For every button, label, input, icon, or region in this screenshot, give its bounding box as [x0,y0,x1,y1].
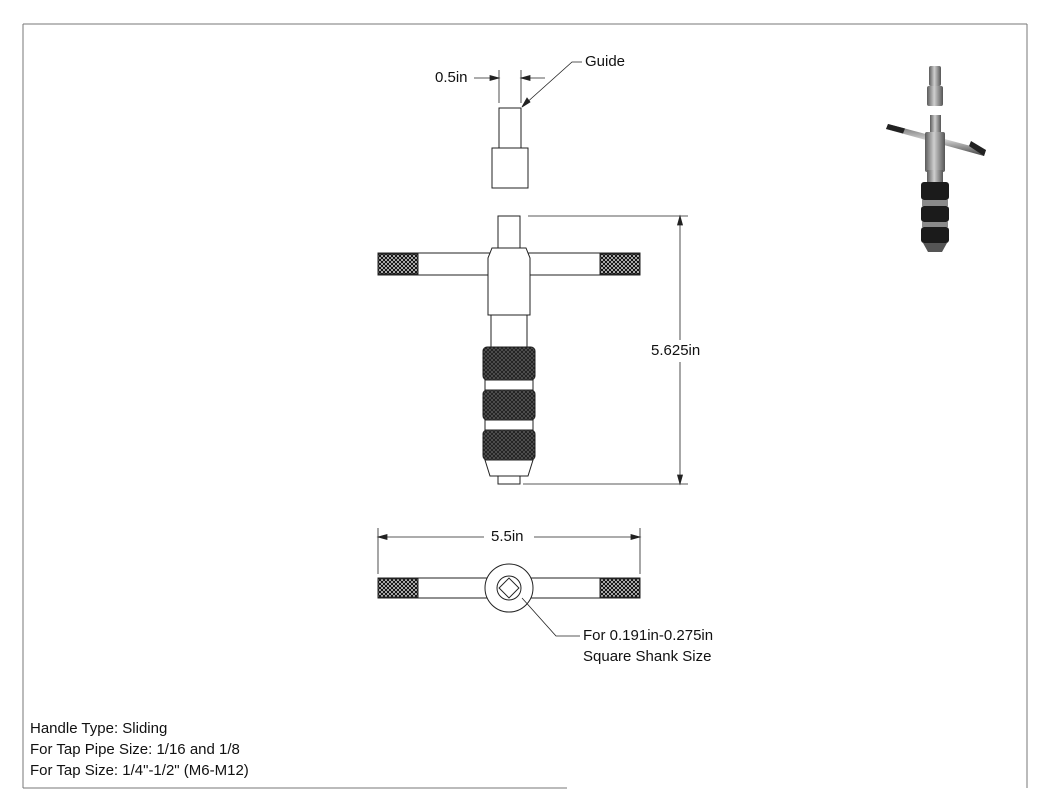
knurl-left-grip-top [377,578,419,598]
width-dimension [376,528,642,574]
height-dimension [523,214,688,486]
handle-length-dimension-label: 5.5in [491,528,524,545]
guide-dimension [474,70,545,103]
sheet-border [22,23,1028,789]
guide-leader [521,61,582,108]
overall-height-dimension-label: 5.625in [651,342,701,359]
isometric-view [886,66,986,252]
square-shank-socket [498,577,520,599]
tap-size-note: For Tap Size: 1/4"-1/2" (M6-M12) [30,762,249,779]
knurl-right-grip [599,253,641,275]
shank-leader [521,597,580,637]
tap-wrench-front-view [377,215,641,485]
guide-part [491,107,529,189]
shank-note-line2: Square Shank Size [583,648,712,665]
guide-label: Guide [585,53,626,70]
knurl-left-grip [377,253,419,275]
shank-note-line1: For 0.191in-0.275in [583,627,714,644]
pipe-size-note: For Tap Pipe Size: 1/16 and 1/8 [30,741,240,758]
guide-width-dimension-label: 0.5in [435,69,468,86]
knurl-right-grip-top [599,578,641,598]
tap-wrench-top-view [377,563,641,613]
handle-type-note: Handle Type: Sliding [30,720,168,737]
spec-notes: Handle Type: Sliding For Tap Pipe Size: … [30,718,249,781]
